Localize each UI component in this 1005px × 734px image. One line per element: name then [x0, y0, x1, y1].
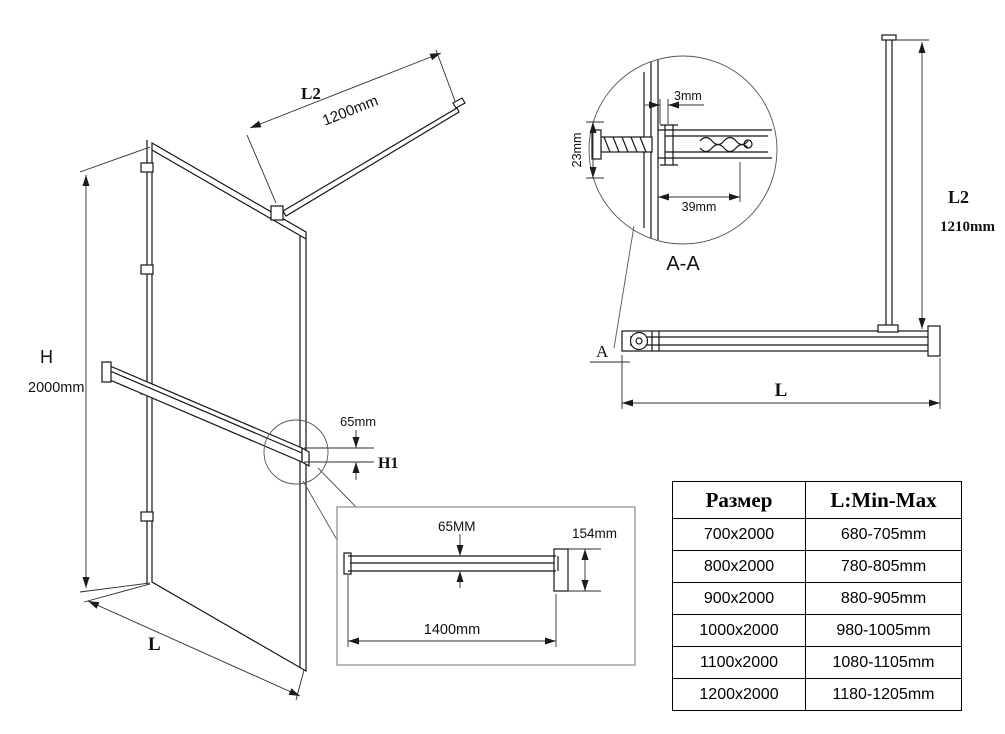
section-title: A-A	[666, 253, 700, 275]
dim-depth39	[657, 162, 741, 202]
support-bar-clamp	[270, 205, 284, 221]
support-bar-endcap	[452, 97, 466, 109]
dv-154-value: 154mm	[572, 526, 617, 541]
table-row: 1200x2000 1180-1205mm	[672, 678, 962, 711]
spring-clip-icon	[699, 143, 749, 153]
section-height-value: 23mm	[570, 133, 584, 168]
size-cell: 1100x2000	[672, 646, 806, 679]
table-row: 1000x2000 980-1005mm	[672, 614, 962, 647]
fv-l-label: L	[775, 380, 788, 401]
table-row: 700x2000 680-705mm	[672, 518, 962, 551]
dim-l2	[246, 49, 456, 204]
section-depth-value: 39mm	[682, 200, 717, 214]
section-detail-view	[588, 55, 778, 245]
wall-bar	[621, 330, 937, 352]
range-cell: 980-1005mm	[805, 614, 962, 647]
section-dimensions	[586, 99, 741, 363]
glass-panel	[151, 141, 307, 673]
front-view	[621, 34, 941, 357]
size-cell: 1000x2000	[672, 614, 806, 647]
dim-dv-154	[568, 548, 601, 592]
screw-shank	[599, 136, 653, 153]
dim-h1-label: H1	[378, 455, 398, 472]
section-marker-label: A	[596, 342, 609, 361]
dim-l	[83, 583, 305, 701]
dim-h	[79, 146, 151, 593]
rail-end-bracket	[553, 548, 569, 592]
size-column-header: Размер	[672, 481, 806, 519]
dim-gap	[645, 99, 704, 124]
dim-rail-height	[304, 430, 374, 480]
post-top-cap	[881, 34, 897, 41]
screw-marker	[629, 331, 649, 351]
rail-endcap	[343, 552, 352, 575]
dim-height23	[586, 121, 604, 179]
size-cell: 700x2000	[672, 518, 806, 551]
dv-65-value: 65MM	[438, 519, 476, 534]
range-column-header: L:Min-Max	[805, 481, 962, 519]
isometric-view	[101, 97, 466, 673]
section-circle	[588, 55, 778, 245]
towel-bar-end	[301, 446, 310, 468]
dim-l-label: L	[148, 634, 161, 655]
dim-fv-l2	[894, 39, 929, 329]
range-cell: 1180-1205mm	[805, 678, 962, 711]
dv-1400-value: 1400mm	[424, 622, 480, 638]
range-cell: 780-805mm	[805, 550, 962, 583]
dim-rail-height-value: 65mm	[340, 414, 376, 429]
size-cell: 900x2000	[672, 582, 806, 615]
range-cell: 1080-1105mm	[805, 646, 962, 679]
detail-circle	[263, 419, 329, 485]
spring-clip-icon	[699, 136, 749, 146]
section-gap-value: 3mm	[674, 89, 702, 103]
detail-dimensions	[347, 534, 601, 647]
dim-l2-value: 1200mm	[320, 92, 381, 129]
table-row: 900x2000 880-905mm	[672, 582, 962, 615]
towel-bar	[109, 365, 303, 463]
dim-h-value: 2000mm	[28, 380, 84, 396]
towel-bar-endcap	[101, 361, 112, 383]
front-dimensions	[621, 39, 941, 409]
dim-dv-1400	[347, 575, 557, 647]
size-table: Размер L:Min-Max 700x2000 680-705mm 800x…	[672, 481, 962, 711]
wall-bracket-icon	[140, 264, 154, 275]
iso-dimensions	[79, 49, 456, 701]
range-cell: 680-705mm	[805, 518, 962, 551]
size-cell: 1200x2000	[672, 678, 806, 711]
size-cell: 800x2000	[672, 550, 806, 583]
dim-fv-l	[621, 355, 941, 409]
wall-bar-end-bracket	[927, 325, 941, 357]
fv-l2-value: 1210mm	[940, 219, 995, 235]
table-row: 1100x2000 1080-1105mm	[672, 646, 962, 679]
wall-bracket-icon	[140, 162, 154, 173]
support-bar	[282, 107, 460, 217]
table-header-row: Размер L:Min-Max	[672, 481, 962, 519]
table-row: 800x2000 780-805mm	[672, 550, 962, 583]
dim-h-label: H	[40, 347, 53, 367]
post-foot	[877, 324, 899, 333]
dim-l2-label: L2	[301, 84, 321, 103]
range-cell: 880-905mm	[805, 582, 962, 615]
fv-l2-label: L2	[948, 187, 969, 207]
wall-bracket-icon	[140, 511, 154, 522]
